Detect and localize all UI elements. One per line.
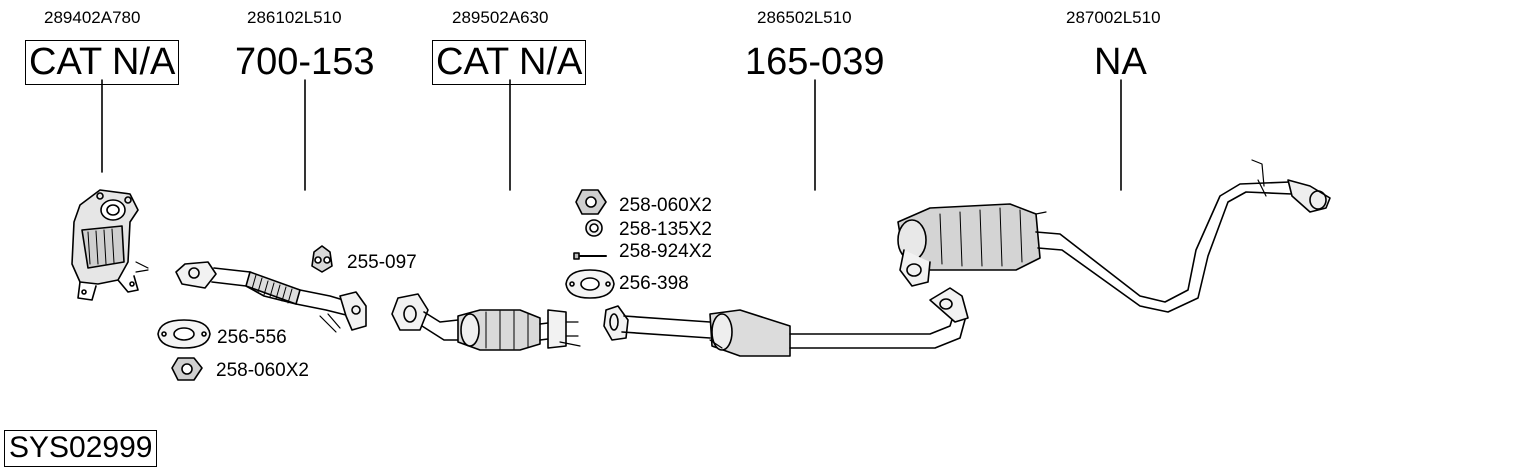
manifold-catalyst-part[interactable] xyxy=(71,189,149,301)
leader-lines xyxy=(101,79,1122,191)
centre-silencer-part[interactable] xyxy=(603,287,969,357)
part-code-2[interactable]: 700-153 xyxy=(235,41,375,83)
fitting-label-258-924[interactable]: 258-924X2 xyxy=(619,241,712,262)
oem-number-3: 289502A630 xyxy=(452,8,549,27)
catalytic-converter-part[interactable] xyxy=(391,293,581,351)
fitting-label-256-556[interactable]: 256-556 xyxy=(217,327,287,348)
washer-icon[interactable] xyxy=(585,219,603,237)
fitting-label-256-398[interactable]: 256-398 xyxy=(619,273,689,294)
part-code-4[interactable]: 165-039 xyxy=(745,41,885,83)
part-code-1[interactable]: CAT N/A xyxy=(25,40,180,85)
oem-number-2: 286102L510 xyxy=(247,8,342,27)
nut-icon-a[interactable] xyxy=(171,357,203,381)
oem-number-4: 286502L510 xyxy=(757,8,852,27)
part-code-5[interactable]: NA xyxy=(1094,41,1147,83)
front-pipe-part[interactable] xyxy=(175,261,367,333)
fitting-label-258-060-b[interactable]: 258-060X2 xyxy=(619,195,712,216)
oem-number-1: 289402A780 xyxy=(44,8,141,27)
fitting-label-255-097[interactable]: 255-097 xyxy=(347,252,417,273)
rear-silencer-part[interactable] xyxy=(897,159,1331,313)
nut-icon-b[interactable] xyxy=(575,189,607,215)
system-id: SYS02999 xyxy=(4,430,158,467)
gasket-icon-256-556[interactable] xyxy=(157,319,211,349)
fitting-label-258-135[interactable]: 258-135X2 xyxy=(619,219,712,240)
bolt-icon[interactable] xyxy=(573,252,607,260)
hanger-icon[interactable] xyxy=(311,245,333,273)
gasket-icon-256-398[interactable] xyxy=(565,269,615,299)
oem-number-5: 287002L510 xyxy=(1066,8,1161,27)
fitting-label-258-060-a[interactable]: 258-060X2 xyxy=(216,360,309,381)
